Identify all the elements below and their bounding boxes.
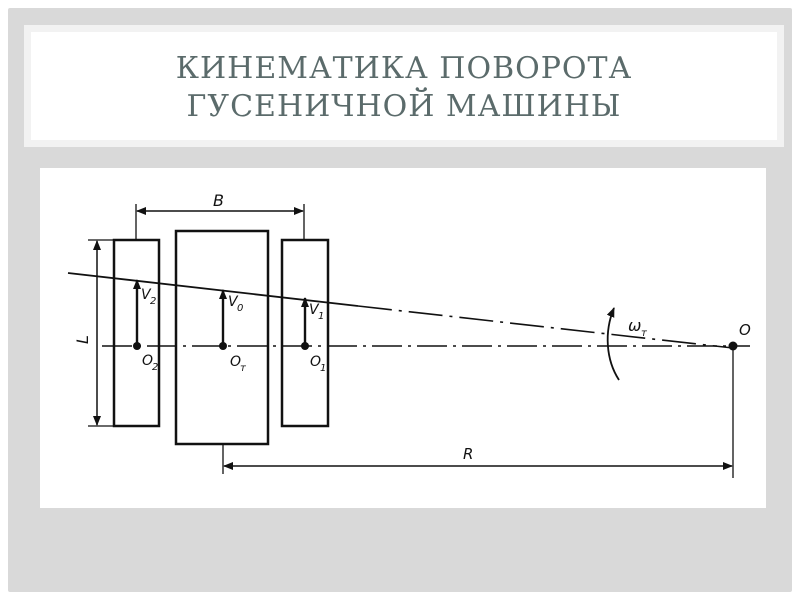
- inclined-line-solid: [67, 272, 359, 307]
- label-v0: V: [228, 294, 239, 310]
- right-track: [280, 238, 330, 428]
- label-o2-sub: 2: [152, 362, 158, 373]
- kinematics-figure: B L V 2 V 0 V 1: [40, 168, 766, 508]
- label-v1-sub: 1: [318, 311, 324, 322]
- label-o1: O: [310, 354, 321, 370]
- label-ot: O: [230, 354, 241, 370]
- label-o2: O: [142, 353, 153, 369]
- title-frame: КИНЕМАТИКА ПОВОРОТА ГУСЕНИЧНОЙ МАШИНЫ: [31, 32, 777, 140]
- label-v0-sub: 0: [237, 303, 243, 314]
- label-l: L: [73, 335, 92, 344]
- label-v2: V: [141, 287, 152, 303]
- label-v2-sub: 2: [150, 296, 156, 307]
- label-r: R: [463, 445, 473, 463]
- label-omega: ω: [628, 316, 641, 335]
- label-omega-sub: т: [641, 328, 648, 339]
- title-line-2: ГУСЕНИЧНОЙ МАШИНЫ: [186, 89, 622, 124]
- label-v1: V: [309, 302, 320, 318]
- inclined-line-dashed: [357, 305, 734, 349]
- title-panel: КИНЕМАТИКА ПОВОРОТА ГУСЕНИЧНОЙ МАШИНЫ: [24, 25, 784, 147]
- point-o2: [133, 342, 141, 350]
- point-ot: [219, 342, 227, 350]
- title-line-1: КИНЕМАТИКА ПОВОРОТА: [175, 51, 633, 86]
- label-b: B: [213, 191, 224, 210]
- point-o1: [301, 342, 309, 350]
- label-o: O: [739, 321, 751, 339]
- slide: КИНЕМАТИКА ПОВОРОТА ГУСЕНИЧНОЙ МАШИНЫ: [8, 8, 792, 592]
- hull-body: [174, 229, 270, 446]
- kinematics-diagram: B L V 2 V 0 V 1: [67, 191, 751, 478]
- slide-title: КИНЕМАТИКА ПОВОРОТА ГУСЕНИЧНОЙ МАШИНЫ: [176, 46, 632, 126]
- label-ot-sub: т: [240, 363, 247, 374]
- point-o: [728, 341, 738, 351]
- label-o1-sub: 1: [320, 363, 326, 374]
- angular-velocity-arc: [606, 307, 620, 381]
